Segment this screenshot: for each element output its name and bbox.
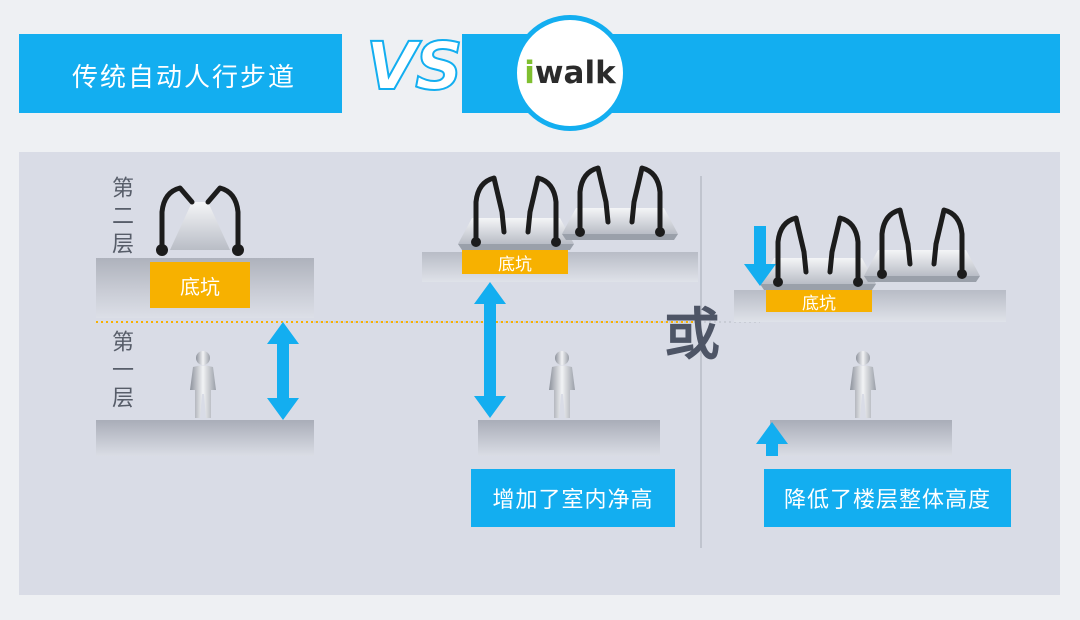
left-title: 传统自动人行步道	[72, 63, 297, 93]
logo-walk: walk	[534, 55, 616, 91]
lower-floor-label: 第一层	[108, 330, 133, 414]
escalator-icon	[864, 210, 980, 282]
caption-option-b: 降低了楼层整体高度	[764, 469, 1011, 527]
person-icon	[190, 351, 216, 418]
pit-traditional: 底坑	[150, 262, 250, 308]
caption-option-a: 增加了室内净高	[471, 469, 675, 527]
left-title-bar	[19, 34, 342, 113]
iwalk-logo: iwalk	[517, 20, 623, 126]
person-icon	[549, 351, 575, 418]
lower-floor-traditional	[96, 420, 314, 456]
or-label: 或	[664, 303, 720, 368]
up-arrow-icon	[756, 422, 788, 456]
pit-option-a: 底坑	[462, 250, 568, 275]
upper-floor-label: 第二层	[108, 176, 133, 260]
double-arrow-icon	[474, 282, 506, 418]
down-arrow-icon	[744, 226, 776, 286]
logo-i: i	[524, 55, 535, 91]
double-arrow-icon	[267, 322, 299, 420]
lower-floor-option-a	[478, 420, 660, 456]
escalator-icon	[156, 188, 244, 256]
lower-floor-option-b	[770, 420, 952, 456]
escalator-icon	[562, 168, 678, 240]
vs-label: VS	[365, 27, 464, 106]
escalator-icon	[760, 218, 876, 290]
escalator-icon	[458, 178, 574, 250]
person-icon	[850, 351, 876, 418]
pit-option-b: 底坑	[766, 290, 872, 314]
